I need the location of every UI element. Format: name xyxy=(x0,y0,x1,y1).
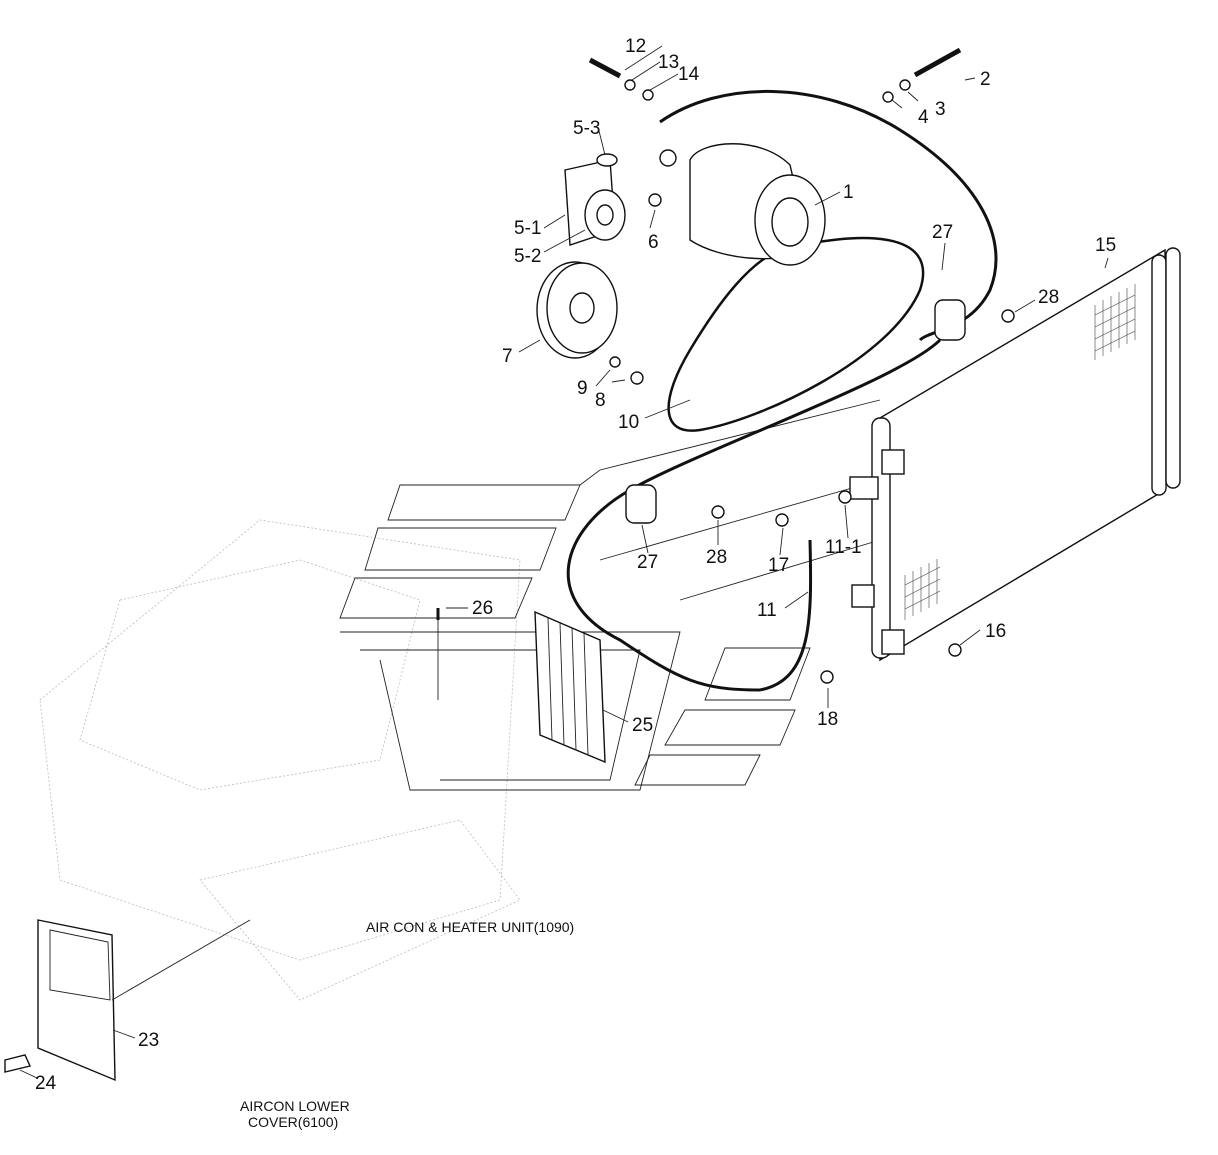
caption-lower-cover-line2: COVER(6100) xyxy=(248,1114,338,1130)
part-label-16: 16 xyxy=(985,621,1006,642)
part-label-12: 12 xyxy=(625,36,646,57)
part-labels: 1 2 3 4 5-1 5-2 5-3 6 7 8 9 10 11 11-1 1… xyxy=(35,36,1116,1094)
part-label-1: 1 xyxy=(843,182,854,203)
idler-bracket xyxy=(564,153,626,246)
part-label-23: 23 xyxy=(138,1030,159,1051)
hose-main xyxy=(566,338,942,692)
condenser xyxy=(849,247,1181,662)
part-label-10: 10 xyxy=(618,412,639,433)
part-label-17: 17 xyxy=(768,555,789,576)
part-label-5-3: 5-3 xyxy=(573,118,600,139)
part-label-27-lower: 27 xyxy=(637,552,658,573)
heater-unit-outline xyxy=(339,399,881,791)
compressor xyxy=(659,143,826,266)
fasteners xyxy=(588,47,1015,684)
part-label-14: 14 xyxy=(678,64,700,85)
part-label-9: 9 xyxy=(577,378,588,399)
pulley xyxy=(536,261,618,359)
captions: AIR CON & HEATER UNIT(1090) AIRCON LOWER… xyxy=(240,919,574,1130)
filter xyxy=(534,610,606,764)
part-label-24: 24 xyxy=(35,1073,57,1094)
part-label-27-upper: 27 xyxy=(932,222,953,243)
hose-clamps xyxy=(625,299,966,524)
part-label-25: 25 xyxy=(632,715,653,736)
hose-upper xyxy=(659,89,998,342)
part-label-11-1: 11-1 xyxy=(825,537,862,558)
part-label-11: 11 xyxy=(757,600,777,621)
part-label-7: 7 xyxy=(502,346,513,367)
drive-belt xyxy=(667,236,925,432)
part-label-6: 6 xyxy=(648,232,659,253)
part-label-4: 4 xyxy=(918,107,929,128)
leader-lines xyxy=(19,45,1109,1079)
part-label-28-upper: 28 xyxy=(1038,287,1059,308)
part-label-18: 18 xyxy=(817,709,838,730)
part-label-8: 8 xyxy=(595,390,606,411)
part-label-5-2: 5-2 xyxy=(514,246,541,267)
part-label-3: 3 xyxy=(935,99,946,120)
part-label-15: 15 xyxy=(1095,235,1116,256)
condenser-grid xyxy=(904,284,1136,620)
part-label-13: 13 xyxy=(658,52,679,73)
part-label-28-lower: 28 xyxy=(706,547,727,568)
part-label-26: 26 xyxy=(472,598,493,619)
hose-11 xyxy=(759,539,813,692)
part-label-2: 2 xyxy=(980,69,991,90)
ghost-cab-outline xyxy=(39,519,521,1001)
lower-cover xyxy=(4,919,251,1082)
caption-lower-cover-line1: AIRCON LOWER xyxy=(240,1098,350,1114)
part-label-5-1: 5-1 xyxy=(514,218,541,239)
caption-heater-unit: AIR CON & HEATER UNIT(1090) xyxy=(366,919,574,935)
